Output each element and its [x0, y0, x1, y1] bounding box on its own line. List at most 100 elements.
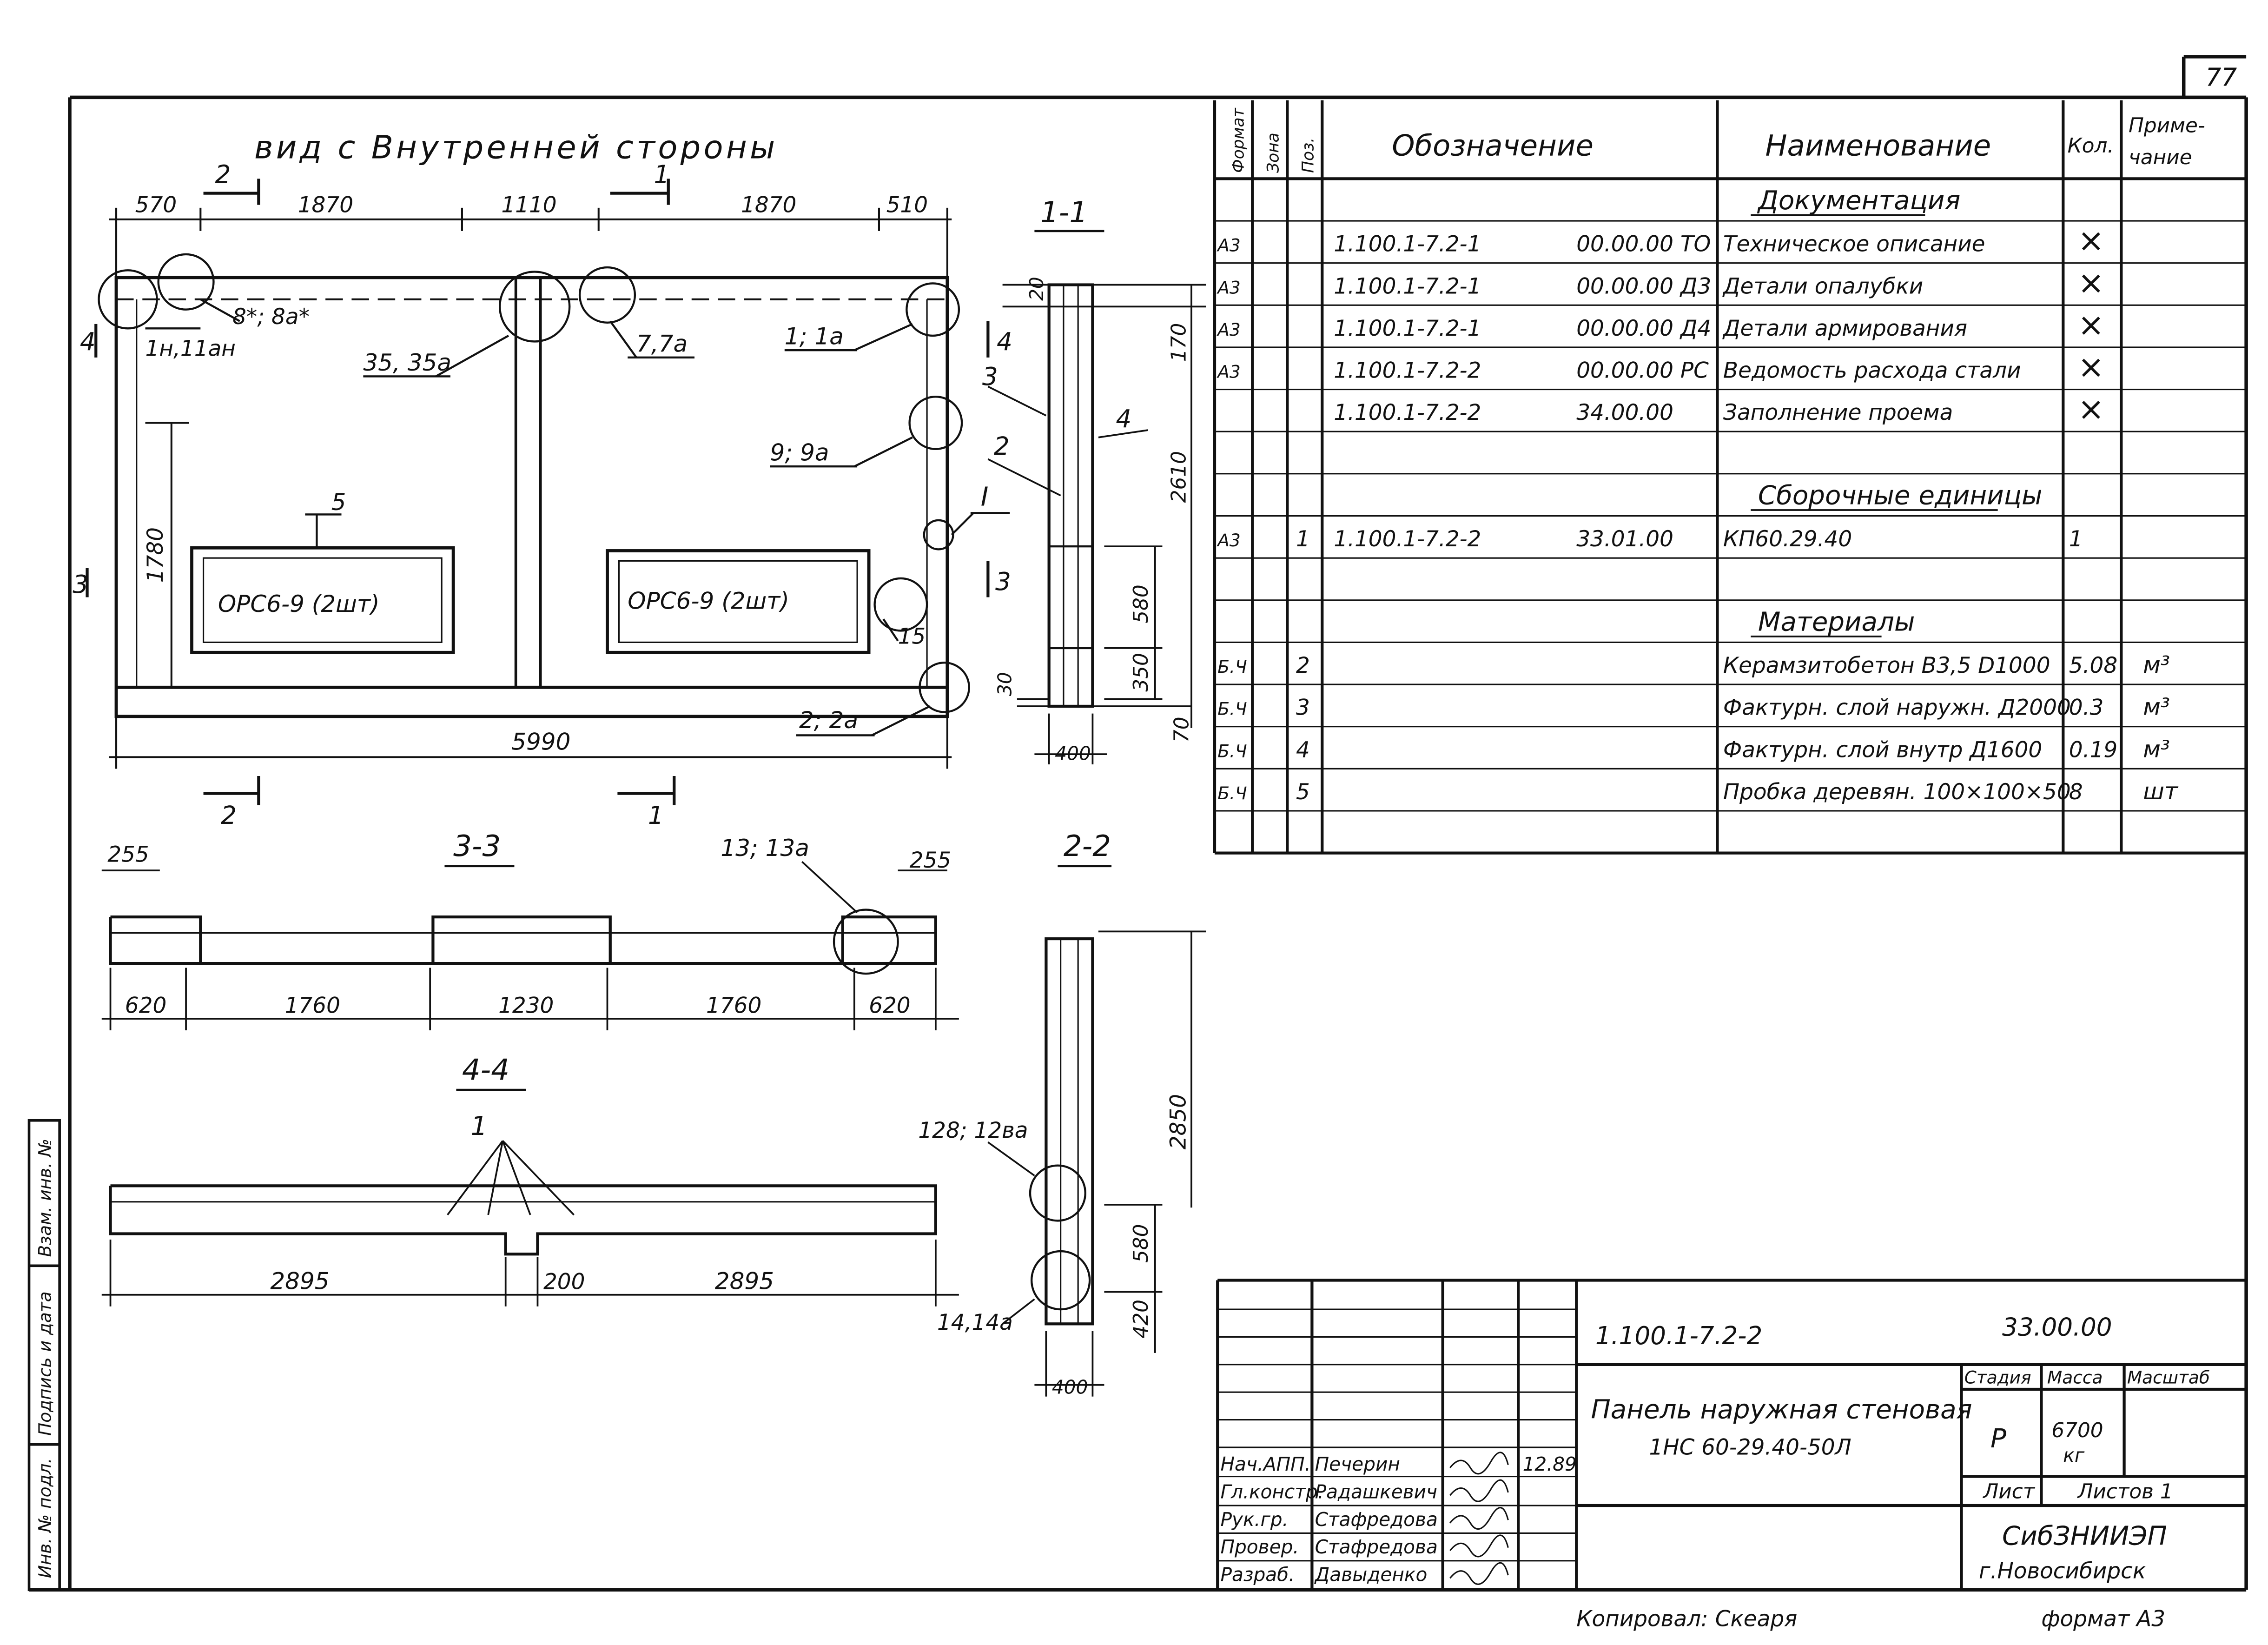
section-4-4: 4-4 1 2895 200 2895 [101, 1053, 959, 1307]
elevation-view: вид с Внутренней стороны 570 1870 1110 1… [73, 129, 1012, 830]
tb-signer-role: Разраб. [1220, 1564, 1295, 1586]
callout-7: 7,7а [636, 330, 688, 357]
tb-mass: 6700 [2051, 1419, 2103, 1442]
sec4-dim-200: 200 [543, 1269, 585, 1294]
title-block: 1.100.1-7.2-2 33.00.00 Панель наружная с… [1216, 1279, 2247, 1590]
section-2-2: 2-2 128; 12ва 14,14а 2850 580 420 400 [918, 829, 1206, 1398]
callout-9: 9; 9а [770, 439, 829, 466]
spec-row-pos: 1 [1296, 526, 1310, 552]
spec-row-note: шт [2143, 778, 2179, 805]
spec-row-code: 1.100.1-7.2-2 [1334, 526, 1481, 552]
spec-header-zone: Зона [1264, 133, 1283, 173]
spec-section-heading: Сборочные единицы [1758, 481, 2043, 511]
spec-row-qty: 0.3 [2069, 695, 2104, 721]
tb-sheets-header: Листов 1 [2077, 1479, 2173, 1503]
spec-row-format: Б.Ч [1217, 657, 1247, 677]
spec-row-code2: 00.00.00 Д3 [1576, 273, 1711, 299]
callout-I: I [981, 482, 989, 512]
spec-header-note: Приме-чание [2129, 113, 2205, 169]
footer-format: формат А3 [2041, 1606, 2165, 1632]
tb-stage-header: Стадия [1964, 1367, 2031, 1387]
section-mark-2-bottom: 2 [221, 801, 237, 830]
dim-top-1110: 1110 [501, 192, 556, 218]
tb-org-city: г.Новосибирск [1979, 1558, 2146, 1584]
spec-row-qty: × [2078, 222, 2105, 259]
spec-row-format: А3 [1217, 235, 1241, 256]
spec-header-qty: Кол. [2068, 134, 2114, 158]
sec2-dim-580: 580 [1129, 1224, 1153, 1263]
signature-mark [1449, 1562, 1509, 1585]
spec-row-pos: 4 [1296, 737, 1310, 763]
spec-row-name: Пробка деревян. 100×100×50 [1723, 779, 2071, 805]
section-mark-3-right: 3 [995, 567, 1011, 596]
sec1-dim-580: 580 [1129, 584, 1153, 624]
spec-row-code2: 34.00.00 [1576, 400, 1673, 425]
spec-row-code2: 33.01.00 [1576, 526, 1673, 552]
spec-row-code: 1.100.1-7.2-1 [1334, 273, 1481, 299]
section-mark-3-left: 3 [73, 570, 88, 599]
stamp-vzam-inv: Взам. инв. № [34, 1139, 55, 1257]
tb-doc-code: 1.100.1-7.2-2 [1595, 1321, 1762, 1350]
spec-row-qty: × [2078, 306, 2105, 344]
spec-row-name: Фактурн. слой внутр Д1600 [1723, 737, 2042, 763]
tb-signer-name: Стафредова [1315, 1536, 1438, 1558]
tb-mass-header: Масса [2047, 1367, 2103, 1387]
callout-2: 2; 2а [799, 707, 858, 734]
tb-signer-role: Провер. [1220, 1536, 1299, 1558]
spec-row-pos: 5 [1296, 779, 1310, 805]
spec-header-name: Наименование [1765, 128, 1991, 162]
spec-row-name: Фактурн. слой наружн. Д2000 [1723, 695, 2071, 721]
spec-header-pos: Поз. [1299, 138, 1318, 173]
page-number: 77 [2206, 63, 2237, 92]
tb-signer-role: Гл.констр. [1220, 1480, 1323, 1503]
tb-signer-name: Давыденко [1314, 1564, 1428, 1586]
dim-top-570: 570 [135, 192, 177, 218]
sec2-callout-128: 128; 12ва [918, 1118, 1028, 1143]
sec3-dim-255-left: 255 [107, 842, 149, 867]
dim-overall-5990: 5990 [511, 729, 570, 756]
spec-row-code2: 00.00.00 РС [1576, 358, 1709, 384]
spec-row-format: Б.Ч [1217, 741, 1247, 761]
dim-top-1870a: 1870 [298, 192, 353, 218]
signature-mark [1449, 1452, 1509, 1475]
spec-row-name: Детали армирования [1722, 316, 1967, 341]
spec-section-heading: Материалы [1758, 607, 1915, 637]
tb-mass-unit: кг [2063, 1444, 2085, 1466]
tb-signer-role: Нач.АПП. [1220, 1453, 1310, 1475]
stamp-inv-podl: Инв. № подл. [34, 1458, 55, 1579]
sec3-dim-620-right: 620 [869, 993, 910, 1018]
dim-top-1870b: 1870 [741, 192, 796, 218]
spec-row-qty: 0.19 [2069, 737, 2117, 763]
section-mark-4-right: 4 [997, 327, 1012, 356]
window-left-label: ОРС6-9 (2шт) [218, 590, 380, 617]
spec-row-name: КП60.29.40 [1723, 526, 1852, 552]
spec-row-name: Керамзитобетон В3,5 D1000 [1723, 653, 2050, 678]
dim-height-1780: 1780 [143, 527, 168, 583]
sec2-dim-2850: 2850 [1165, 1094, 1191, 1149]
tb-doc-num: 33.00.00 [2002, 1313, 2112, 1341]
spec-row-format: А3 [1217, 319, 1241, 340]
spec-row-qty: × [2078, 391, 2105, 428]
sec1-dim-2610: 2610 [1167, 451, 1190, 503]
sec1-dim-170: 170 [1167, 323, 1190, 362]
callout-1n-11an: 1н,11ан [145, 336, 236, 362]
sec3-dim-255-right: 255 [910, 848, 951, 873]
sec1-dim-350: 350 [1129, 653, 1153, 692]
section-3-3-title: 3-3 [453, 829, 501, 863]
spec-row-format: А3 [1217, 530, 1241, 551]
callout-35: 35, 35а [363, 349, 451, 376]
spec-section-heading: Документация [1757, 186, 1960, 216]
section-1-1-title: 1-1 [1040, 195, 1088, 229]
sec4-dim-2895-left: 2895 [270, 1267, 329, 1294]
section-mark-4-left: 4 [80, 327, 96, 356]
spec-header-code: Обозначение [1392, 128, 1594, 162]
spec-row-note: м³ [2143, 736, 2170, 763]
spec-row-qty: × [2078, 349, 2105, 386]
section-3-3: 3-3 255 255 13; 13а 620 1760 1230 1760 6… [101, 829, 959, 1030]
spec-row-note: м³ [2143, 651, 2170, 678]
tb-title-line2: 1НС 60-29.40-50Л [1649, 1435, 1851, 1460]
sec1-dim-30: 30 [993, 672, 1016, 696]
sec1-label-4: 4 [1116, 405, 1131, 433]
sec3-dim-1760-left: 1760 [285, 993, 340, 1018]
